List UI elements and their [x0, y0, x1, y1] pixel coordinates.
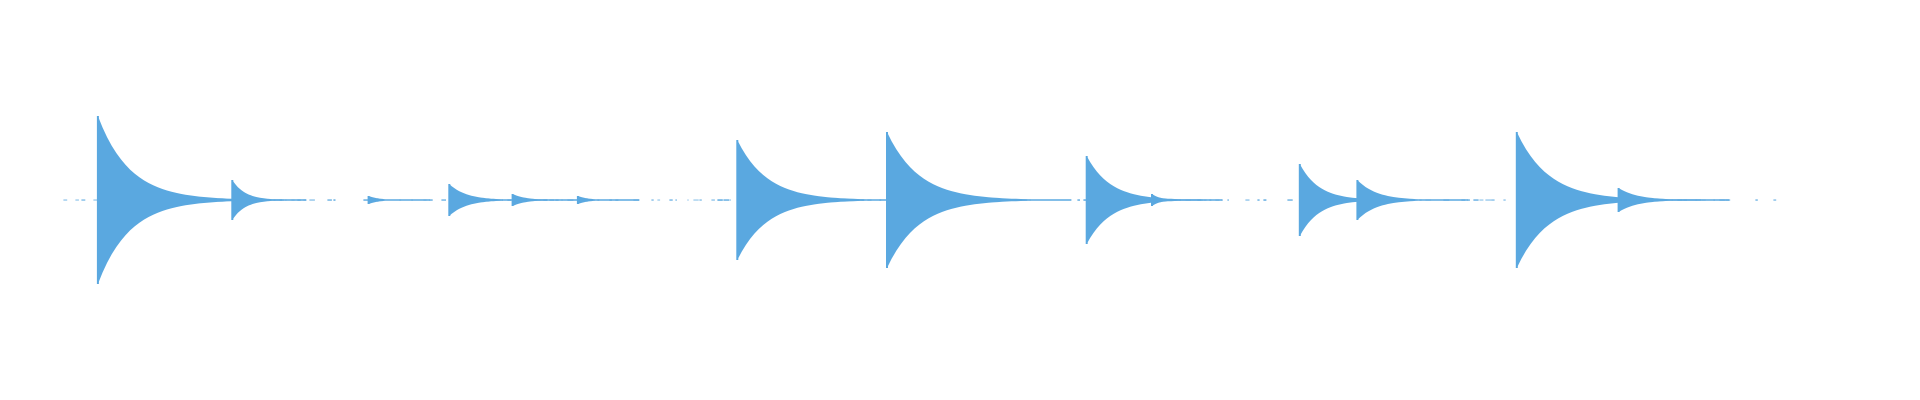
baseline-dot: [729, 199, 731, 201]
baseline-dot: [699, 199, 702, 201]
baseline-dot: [657, 199, 661, 201]
waveform-transient: [231, 180, 306, 220]
baseline-dot: [717, 199, 723, 201]
waveform-transients: [96, 116, 1730, 284]
baseline-dot: [441, 199, 446, 201]
baseline-dot: [1287, 199, 1293, 201]
waveform-transient: [1356, 180, 1468, 220]
baseline-dot: [1479, 199, 1484, 201]
baseline-dot: [1257, 199, 1260, 201]
baseline-dot: [429, 199, 433, 201]
baseline-dot: [93, 199, 98, 201]
baseline-dot: [687, 199, 689, 201]
waveform-transient: [1516, 132, 1702, 268]
baseline-dot: [1485, 199, 1492, 201]
baseline-dot: [1221, 199, 1223, 201]
waveform-transient: [736, 140, 910, 260]
baseline-dot: [651, 199, 654, 201]
waveform-transient: [368, 196, 431, 204]
waveform-transient: [886, 132, 1072, 268]
baseline-dot: [1755, 199, 1758, 201]
baseline-dot: [1491, 199, 1495, 201]
baseline-dot: [327, 199, 332, 201]
baseline-dot: [1077, 199, 1080, 201]
baseline-dot: [669, 199, 673, 201]
waveform-transient: [1299, 164, 1411, 236]
baseline-dot: [1467, 199, 1470, 201]
waveform-transient: [1151, 194, 1202, 206]
baseline-dot: [363, 199, 369, 201]
waveform-transient: [577, 196, 640, 204]
waveform-transient: [448, 184, 548, 216]
baseline-dot: [63, 199, 68, 201]
baseline-dot: [1473, 199, 1479, 201]
baseline-dot: [711, 199, 715, 201]
baseline-dot: [1227, 199, 1229, 201]
waveform-transient: [512, 194, 587, 206]
baseline-dot: [723, 199, 730, 201]
baseline-dot: [675, 199, 677, 201]
baseline-dot: [693, 199, 699, 201]
baseline-dot: [309, 199, 315, 201]
baseline-dot: [333, 199, 336, 201]
baseline-dot: [1503, 199, 1506, 201]
waveform-transient: [1618, 188, 1730, 212]
waveform-transient: [97, 116, 283, 284]
baseline-dot: [75, 199, 79, 201]
baseline-dot: [1083, 199, 1087, 201]
baseline-dot: [1245, 199, 1250, 201]
baseline-dot: [81, 199, 86, 201]
baseline-dot: [1773, 199, 1777, 201]
baseline-dot: [1263, 199, 1267, 201]
